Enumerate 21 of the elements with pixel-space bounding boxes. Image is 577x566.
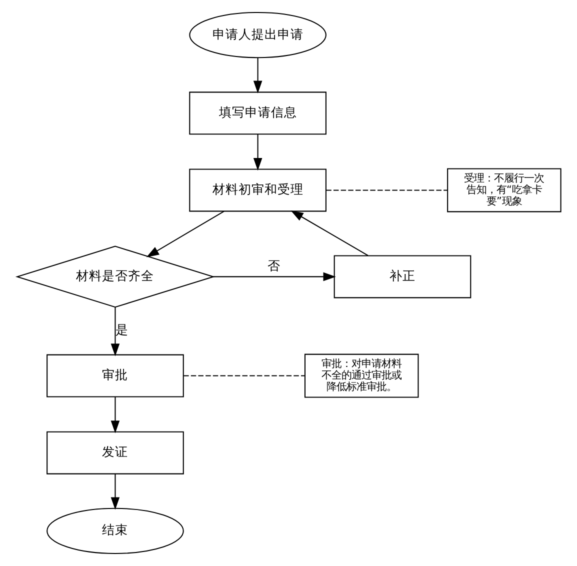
node-box: 发证 (46, 431, 184, 474)
edge-label: 否 (266, 258, 280, 273)
arrow (212, 272, 336, 282)
node-ellipse: 结束 (46, 508, 184, 554)
connector (326, 190, 447, 191)
node-box: 补正 (333, 255, 471, 298)
arrow (146, 210, 224, 258)
node-ellipse: 申请人提出申请 (188, 12, 326, 58)
edge-label: 是 (115, 322, 128, 337)
arrow (290, 210, 368, 256)
node-box: 材料初审和受理 (188, 168, 326, 212)
node-box: 审批：对申请材料不全的通过审批或降低标准审批。 (304, 354, 418, 398)
arrow (252, 58, 262, 94)
node-box: 审批 (46, 354, 184, 398)
node-box: 受理：不履行一次告知，有“吃拿卡要”现象 (446, 168, 561, 212)
arrow (110, 307, 120, 356)
arrow (252, 134, 262, 171)
arrow (110, 396, 120, 434)
node-box: 填写申请信息 (188, 92, 326, 135)
connector (183, 375, 304, 376)
arrow (110, 474, 120, 510)
